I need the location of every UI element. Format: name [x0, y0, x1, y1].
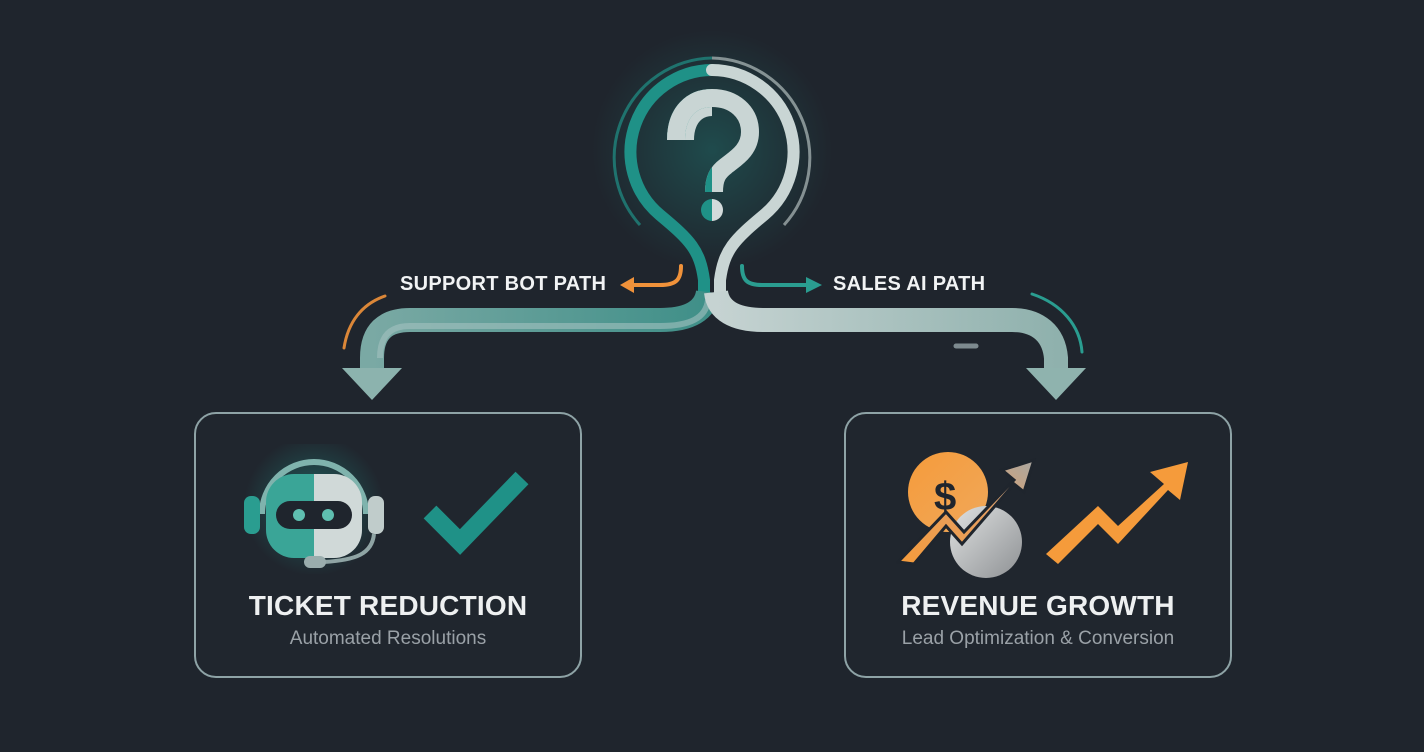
trend-up-arrow-icon [1046, 462, 1188, 564]
support-bot-path-label: SUPPORT BOT PATH [400, 273, 607, 295]
sales-ai-path-label: SALES AI PATH [833, 273, 986, 295]
card-subtitle: Lead Optimization & Conversion [901, 628, 1175, 649]
card-title: TICKET REDUCTION [248, 590, 528, 621]
card-title: REVENUE GROWTH [901, 590, 1175, 621]
support-arrow-icon [620, 264, 683, 293]
svg-text:$: $ [934, 475, 956, 519]
support-bot-headset-icon [244, 444, 384, 574]
ticket-reduction-card: TICKET REDUCTION Automated Resolutions [194, 412, 582, 678]
revenue-growth-card: $ REVENUE GROWTH Lead Optimization & Con… [844, 412, 1232, 678]
dollar-growth-arrow-icon: $ [896, 452, 1037, 578]
card-subtitle: Automated Resolutions [289, 628, 487, 649]
sales-arrow-icon [740, 264, 822, 293]
question-mark-icon [667, 88, 760, 221]
checkmark-icon [423, 471, 529, 555]
